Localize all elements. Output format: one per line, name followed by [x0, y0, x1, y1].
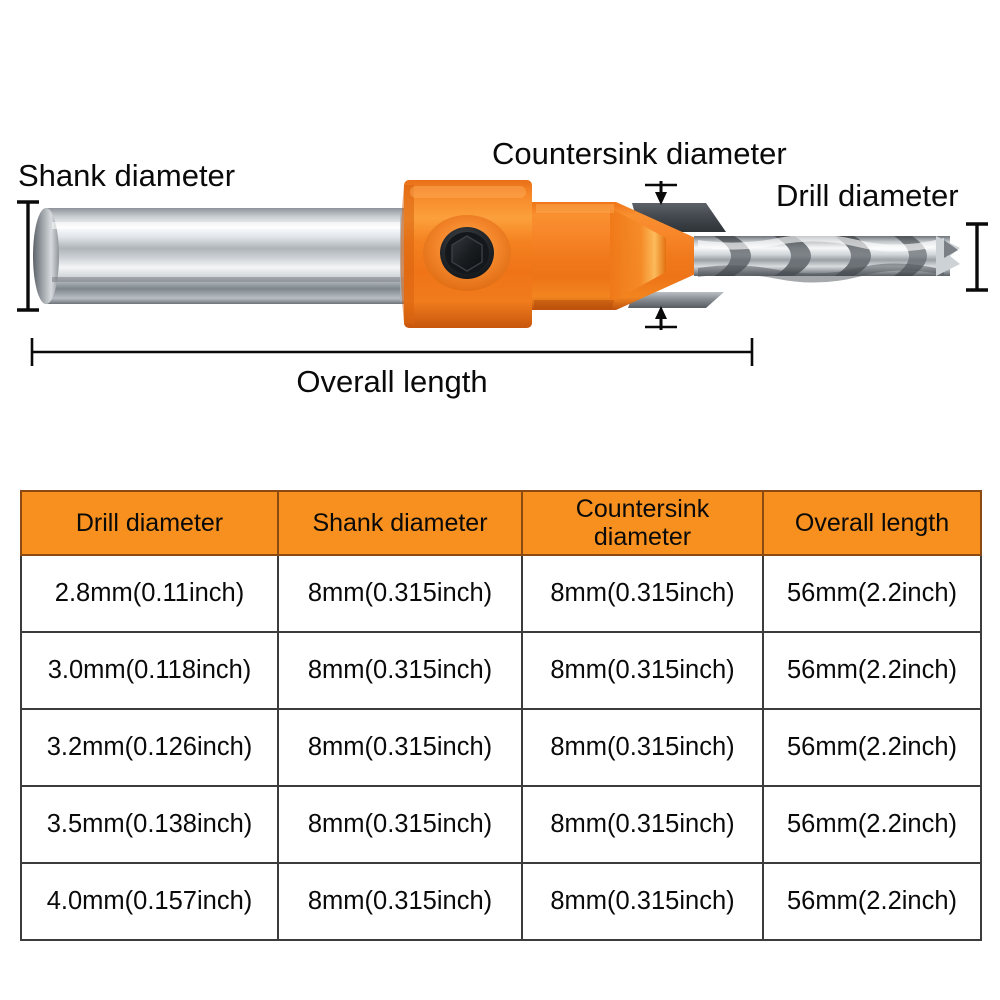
cell-countersink-diameter: 8mm(0.315inch) [521, 554, 764, 633]
cell-drill-diameter: 3.0mm(0.118inch) [20, 631, 279, 710]
column-header-shank-diameter: Shank diameter [277, 490, 523, 556]
cell-countersink-diameter: 8mm(0.315inch) [521, 708, 764, 787]
overall-length-label: Overall length [296, 364, 488, 399]
cell-shank-diameter: 8mm(0.315inch) [277, 862, 523, 941]
table-row: 4.0mm(0.157inch) 8mm(0.315inch) 8mm(0.31… [20, 862, 982, 941]
cell-shank-diameter: 8mm(0.315inch) [277, 554, 523, 633]
table-row: 3.2mm(0.126inch) 8mm(0.315inch) 8mm(0.31… [20, 708, 982, 787]
cell-overall-length: 56mm(2.2inch) [762, 708, 982, 787]
cell-countersink-diameter: 8mm(0.315inch) [521, 631, 764, 710]
table-row: 3.5mm(0.138inch) 8mm(0.315inch) 8mm(0.31… [20, 785, 982, 864]
cell-overall-length: 56mm(2.2inch) [762, 785, 982, 864]
cell-shank-diameter: 8mm(0.315inch) [277, 708, 523, 787]
cell-countersink-diameter: 8mm(0.315inch) [521, 862, 764, 941]
countersink-diameter-dimension [645, 181, 677, 330]
cell-overall-length: 56mm(2.2inch) [762, 862, 982, 941]
drill-diameter-label: Drill diameter [776, 178, 959, 213]
cell-shank-diameter: 8mm(0.315inch) [277, 785, 523, 864]
drill-diameter-dimension [966, 222, 988, 292]
cell-drill-diameter: 3.5mm(0.138inch) [20, 785, 279, 864]
twist-drill-bit [694, 234, 960, 283]
orange-countersink-body [532, 202, 726, 310]
chrome-shank [33, 208, 424, 304]
column-header-countersink-diameter: Countersink diameter [521, 490, 764, 556]
column-header-overall-length: Overall length [762, 490, 982, 556]
table-row: 3.0mm(0.118inch) 8mm(0.315inch) 8mm(0.31… [20, 631, 982, 710]
cell-drill-diameter: 3.2mm(0.126inch) [20, 708, 279, 787]
countersink-diameter-label: Countersink diameter [492, 136, 787, 171]
shank-diameter-label: Shank diameter [18, 158, 236, 193]
specification-table-container: Drill diameter Shank diameter Countersin… [20, 490, 982, 941]
cell-drill-diameter: 2.8mm(0.11inch) [20, 554, 279, 633]
column-header-drill-diameter: Drill diameter [20, 490, 279, 556]
product-diagram: Shank diameter Countersink diameter Dril… [0, 0, 1000, 470]
cell-drill-diameter: 4.0mm(0.157inch) [20, 862, 279, 941]
specification-table: Drill diameter Shank diameter Countersin… [20, 490, 982, 941]
cell-overall-length: 56mm(2.2inch) [762, 554, 982, 633]
cell-overall-length: 56mm(2.2inch) [762, 631, 982, 710]
drill-bit-illustration [17, 180, 988, 366]
table-header-row: Drill diameter Shank diameter Countersin… [20, 490, 982, 556]
overall-length-dimension [30, 338, 754, 366]
cell-countersink-diameter: 8mm(0.315inch) [521, 785, 764, 864]
cell-shank-diameter: 8mm(0.315inch) [277, 631, 523, 710]
table-header: Drill diameter Shank diameter Countersin… [20, 490, 982, 556]
table-row: 2.8mm(0.11inch) 8mm(0.315inch) 8mm(0.315… [20, 554, 982, 633]
shank-diameter-dimension [17, 200, 39, 312]
table-body: 2.8mm(0.11inch) 8mm(0.315inch) 8mm(0.315… [20, 554, 982, 941]
orange-collar [400, 180, 532, 328]
